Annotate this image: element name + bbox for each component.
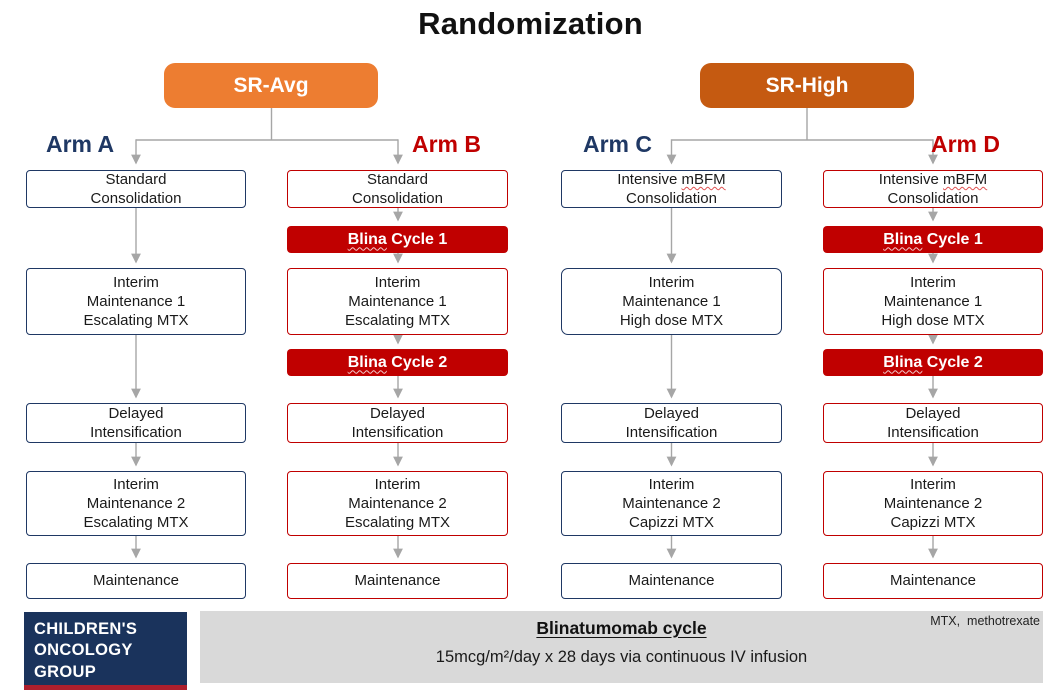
arm-c-step-consolidation: Intensive mBFM Consolidation bbox=[561, 170, 782, 208]
arm-a-step-maintenance: Maintenance bbox=[26, 563, 246, 599]
arm-c-step-interim-maintenance-1: Interim Maintenance 1 High dose MTX bbox=[561, 268, 782, 335]
blina-rest: Cycle 1 bbox=[922, 230, 983, 248]
arm-b-step-consolidation: Standard Consolidation bbox=[287, 170, 508, 208]
blina-word: Blina bbox=[347, 230, 387, 248]
logo-line-2: ONCOLOGY bbox=[34, 641, 133, 660]
blinatumomab-note-bar: Blinatumomab cycle 15mcg/m²/day x 28 day… bbox=[200, 611, 1043, 683]
blina-word: Blina bbox=[883, 353, 923, 371]
mbfm-word: mBFM bbox=[681, 170, 726, 188]
page-title: Randomization bbox=[418, 6, 643, 41]
arm-d-step-delayed-intensification: Delayed Intensification bbox=[823, 403, 1043, 443]
arm-a-step-delayed-intensification: Delayed Intensification bbox=[26, 403, 246, 443]
note-title: Blinatumomab cycle bbox=[536, 618, 707, 638]
sr-avg-group-box: SR-Avg bbox=[164, 63, 378, 108]
blina-word: Blina bbox=[883, 230, 923, 248]
arm-d-blina-cycle-2: Blina Cycle 2 bbox=[823, 349, 1043, 376]
blina-word: Blina bbox=[347, 353, 387, 371]
arm-b-step-maintenance: Maintenance bbox=[287, 563, 508, 599]
sr-high-label: SR-High bbox=[765, 73, 849, 97]
arm-d-step-maintenance: Maintenance bbox=[823, 563, 1043, 599]
arm-d-label: Arm D bbox=[931, 131, 1001, 157]
blina-rest: Cycle 2 bbox=[386, 353, 448, 371]
arm-b-step-interim-maintenance-2: Interim Maintenance 2 Escalating MTX bbox=[287, 471, 508, 536]
arm-d-step-interim-maintenance-2: Interim Maintenance 2 Capizzi MTX bbox=[823, 471, 1043, 536]
blina-rest: Cycle 1 bbox=[386, 230, 448, 248]
arm-b-blina-cycle-1: Blina Cycle 1 bbox=[287, 226, 508, 253]
arm-c-step-interim-maintenance-2: Interim Maintenance 2 Capizzi MTX bbox=[561, 471, 782, 536]
arm-a-step-interim-maintenance-1: Interim Maintenance 1 Escalating MTX bbox=[26, 268, 246, 335]
arm-d-step-interim-maintenance-1: Interim Maintenance 1 High dose MTX bbox=[823, 268, 1043, 335]
sr-high-group-box: SR-High bbox=[700, 63, 914, 108]
sr-avg-label: SR-Avg bbox=[233, 73, 309, 97]
arm-d-step-consolidation: Intensive mBFM Consolidation bbox=[823, 170, 1043, 208]
arm-b-step-delayed-intensification: Delayed Intensification bbox=[287, 403, 508, 443]
note-body: 15mcg/m²/day x 28 days via continuous IV… bbox=[435, 648, 808, 666]
logo-line-3: GROUP bbox=[34, 662, 97, 681]
blina-rest: Cycle 2 bbox=[922, 353, 983, 371]
logo-line-1: CHILDREN'S bbox=[34, 620, 138, 638]
arm-c-step-delayed-intensification: Delayed Intensification bbox=[561, 403, 782, 443]
mbfm-word: mBFM bbox=[943, 170, 988, 188]
arm-c-label: Arm C bbox=[583, 131, 653, 157]
arm-c-step-maintenance: Maintenance bbox=[561, 563, 782, 599]
childrens-oncology-group-logo: CHILDREN'S ONCOLOGY GROUP bbox=[24, 612, 187, 690]
arm-b-blina-cycle-2: Blina Cycle 2 bbox=[287, 349, 508, 376]
arm-a-step-consolidation: Standard Consolidation bbox=[26, 170, 246, 208]
arm-b-step-interim-maintenance-1: Interim Maintenance 1 Escalating MTX bbox=[287, 268, 508, 335]
arm-a-label: Arm A bbox=[46, 131, 115, 157]
arm-d-blina-cycle-1: Blina Cycle 1 bbox=[823, 226, 1043, 253]
arm-b-label: Arm B bbox=[412, 131, 482, 157]
arm-a-step-interim-maintenance-2: Interim Maintenance 2 Escalating MTX bbox=[26, 471, 246, 536]
mtx-abbreviation-note: MTX, methotrexate bbox=[930, 614, 1040, 628]
